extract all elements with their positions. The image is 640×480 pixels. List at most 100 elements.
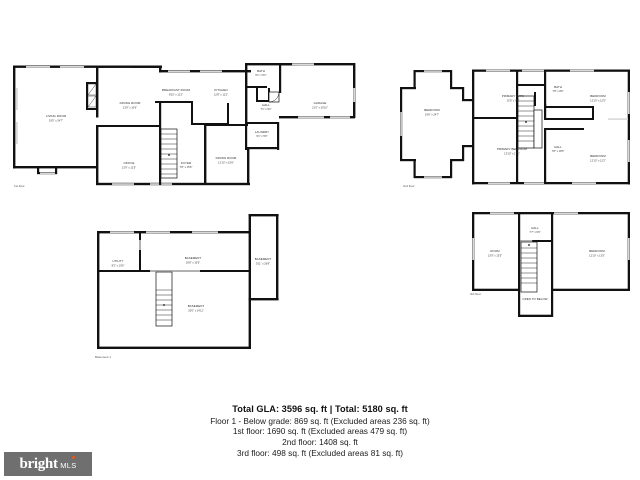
room-dim-bedroom-3f: 12'10" x 13'5" (589, 254, 605, 258)
opening-hall-3f (520, 240, 533, 242)
room-label-laundry: LAUNDRY (255, 130, 269, 134)
window-bsmt-top-2 (146, 231, 170, 234)
window-3f-top-1 (490, 212, 514, 214)
room-dim-basement-2: 5'11" x 26'8" (256, 261, 270, 265)
window-2f-top-2 (522, 69, 544, 72)
wall-jog-1 (159, 65, 162, 73)
brightmls-logo: bright MLS (4, 452, 92, 476)
floor-label-second: 2nd floor (403, 184, 415, 188)
door-utility (139, 240, 141, 250)
wall-kitchen-left (191, 101, 193, 125)
wall-bath-left (245, 63, 248, 125)
wall-breakfast-bottom (155, 101, 193, 103)
wall-bedroom-right-div (544, 104, 547, 120)
wall-exterior-left (13, 65, 16, 169)
room-label-foyer: FOYER (181, 161, 191, 165)
wall-bath-bottom (245, 86, 267, 88)
room-label-hall: HALL (262, 103, 270, 107)
room-dim-office: 13'9" x 12'5" (122, 166, 136, 170)
room-dim-breakfast-room: 8'10" x 11'2" (169, 93, 183, 97)
room-label-primary-bedroom: PRIMARY BEDROOM (497, 147, 528, 151)
wall-bl-upper-left (400, 87, 416, 90)
window-bl-top (424, 70, 442, 72)
floor-plan-first-floor: LIVING ROOM 19'5" x 24'7" DINING ROOM 13… (13, 63, 356, 188)
room-dim-utility: 8'2" x 10'6" (112, 263, 125, 267)
window-bay (40, 172, 55, 174)
window-lr-top-2 (60, 66, 84, 68)
window-office-bottom (112, 183, 134, 185)
door-gap-right (608, 118, 628, 120)
room-dim-living-room: 19'5" x 24'7" (49, 119, 63, 123)
logo-accent-dot (72, 456, 76, 459)
wall-hall-closet-bottom (256, 100, 270, 102)
window-bl-left (400, 112, 402, 136)
wall-dr2-top (204, 124, 248, 126)
wall-2f-left (472, 69, 475, 185)
wall-bl-right-upper (462, 87, 465, 101)
room-label-bedroom-lr: BEDROOM (590, 154, 606, 158)
room-dim-bedroom-oct: 19'6" x 24'7" (425, 113, 439, 117)
wall-3f-top (472, 212, 630, 215)
wall-br-closet-right (592, 106, 594, 120)
room-label-room-3f: ROOM (490, 249, 500, 253)
logo-mls-text: MLS (60, 460, 77, 470)
room-dim-bath: 6'1" x 5'1" (255, 73, 266, 77)
wall-bl-br (450, 159, 453, 178)
wall-bsmt-bottom (97, 346, 251, 349)
wall-dr2-bottom (206, 182, 250, 186)
wall-br-divider-h (544, 118, 594, 120)
wall-bl-lower-left (400, 159, 416, 162)
wall-bsmt-left (97, 231, 100, 349)
wall-bath-top-2f (518, 84, 546, 86)
wall-bay-right (55, 166, 58, 174)
room-dim-primary-bedroom: 13'10" x 17'1" (504, 152, 520, 156)
room-dim-bedroom-lr: 12'10" x 12'2" (590, 159, 606, 163)
wall-right-mid-vert (204, 126, 207, 185)
wall-bl-tr (450, 70, 453, 89)
wall-utility-right (139, 233, 141, 271)
room-label-primary-bath: PRIMARY BATH (502, 94, 524, 98)
window-lr-left-1 (16, 88, 18, 110)
wall-bay-left (37, 166, 40, 174)
window-lr-top-1 (26, 66, 50, 68)
floor-label-basement: Basement 1 (95, 355, 111, 359)
wall-br-closet-top (544, 106, 594, 108)
wall-dining-top (96, 65, 162, 68)
garage-door-2 (330, 116, 350, 119)
stairs-third-floor (520, 241, 538, 293)
window-2f-bot-3 (572, 182, 596, 184)
wall-2f-bottom (472, 182, 630, 185)
window-breakfast-top (168, 70, 190, 73)
room-label-kitchen: KITCHEN (214, 88, 227, 92)
garage-entry-door (268, 91, 280, 103)
wall-hall-closet-left (256, 88, 258, 102)
room-dim-foyer: 7'8" x 15'6" (180, 165, 193, 169)
room-dim-kitchen: 12'8" x 11'2" (214, 93, 228, 97)
room-dim-bath-2f: 7'8" x 8'6" (552, 89, 563, 93)
wall-kitchen-right (227, 103, 229, 125)
room-label-dining-room-2: DINING ROOM (216, 156, 237, 160)
room-dim-garage: 21'0" x 20'10" (312, 106, 328, 110)
wall-laundry-top (245, 122, 279, 124)
room-label-bedroom-oct: BEDROOM (424, 108, 440, 112)
summary-first-floor: 1st floor: 1690 sq. ft (Excluded areas 4… (232, 426, 408, 437)
window-bsmt-top-3 (192, 231, 218, 234)
window-bl-bottom (424, 176, 442, 178)
wall-bsmt-top (97, 231, 251, 234)
room-dim-hall-2f: 7'8" x 18'5" (552, 149, 565, 153)
wall-hall-3f-bottom (520, 240, 552, 242)
wall-garage-top (279, 63, 355, 66)
room-label-bath-2f: BATH (554, 85, 562, 89)
wall-bsmt-right (248, 231, 251, 349)
wall-bl-connect-top (462, 99, 474, 102)
wall-bedroom-lower-top (544, 128, 584, 130)
floor-label-first: 1st floor (14, 184, 25, 188)
wall-bsmt-ext-left (248, 214, 251, 232)
window-bsmt-top-1 (110, 231, 134, 234)
room-label-open-to-below: OPEN TO BELOW (522, 297, 547, 301)
wall-bath-closet (534, 92, 536, 106)
window-garage-top (292, 63, 314, 66)
window-3f-left (472, 238, 474, 260)
wall-hall-vert-right (544, 128, 547, 184)
wall-bl-connect-bottom (462, 145, 474, 148)
